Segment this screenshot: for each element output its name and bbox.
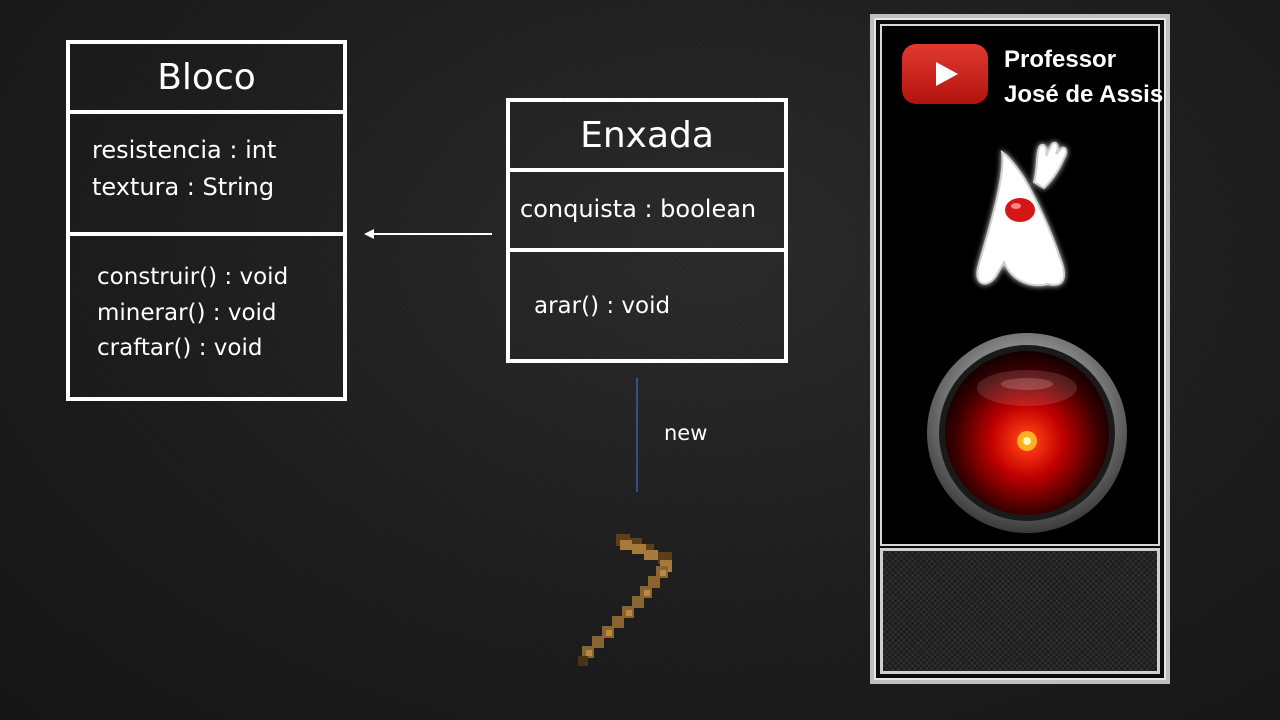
attribute: textura : String (92, 173, 275, 201)
attribute: conquista : boolean (520, 195, 757, 223)
panel-screen: Professor José de Assis (880, 24, 1163, 546)
class-enxada-attributes: conquista : boolean (510, 191, 784, 228)
speaker-grille (880, 548, 1160, 674)
class-enxada-name: Enxada (580, 115, 714, 156)
channel-name: Professor José de Assis (1004, 42, 1163, 112)
method: construir() : void (97, 264, 289, 290)
class-enxada-methods: arar() : void (510, 289, 784, 325)
method: arar() : void (534, 293, 671, 319)
channel-panel: Professor José de Assis (870, 14, 1170, 684)
channel-name-line-1: Professor (1004, 46, 1117, 73)
class-bloco: Bloco resistencia : int textura : String… (66, 40, 347, 401)
hal-eye-icon (927, 333, 1127, 533)
instantiation-line (636, 378, 638, 492)
class-enxada-divider-1 (510, 168, 784, 172)
play-icon (936, 62, 958, 86)
method: craftar() : void (97, 335, 263, 361)
class-bloco-methods: construir() : void minerar() : void craf… (70, 260, 343, 367)
hoe-pixel-icon (578, 534, 672, 666)
class-bloco-divider-2 (70, 232, 343, 236)
instantiation-label: new (664, 421, 708, 445)
class-bloco-attributes: resistencia : int textura : String (70, 132, 343, 206)
method: minerar() : void (97, 299, 277, 326)
class-enxada-divider-2 (510, 248, 784, 252)
generalization-arrow (364, 229, 492, 239)
class-enxada: Enxada conquista : boolean arar() : void (506, 98, 788, 363)
channel-name-line-2: José de Assis (1004, 81, 1164, 108)
java-duke-mascot-icon (976, 141, 1068, 287)
attribute: resistencia : int (92, 136, 277, 164)
class-bloco-name: Bloco (157, 57, 256, 98)
class-bloco-divider-1 (70, 110, 343, 114)
youtube-logo-icon[interactable] (902, 44, 988, 104)
